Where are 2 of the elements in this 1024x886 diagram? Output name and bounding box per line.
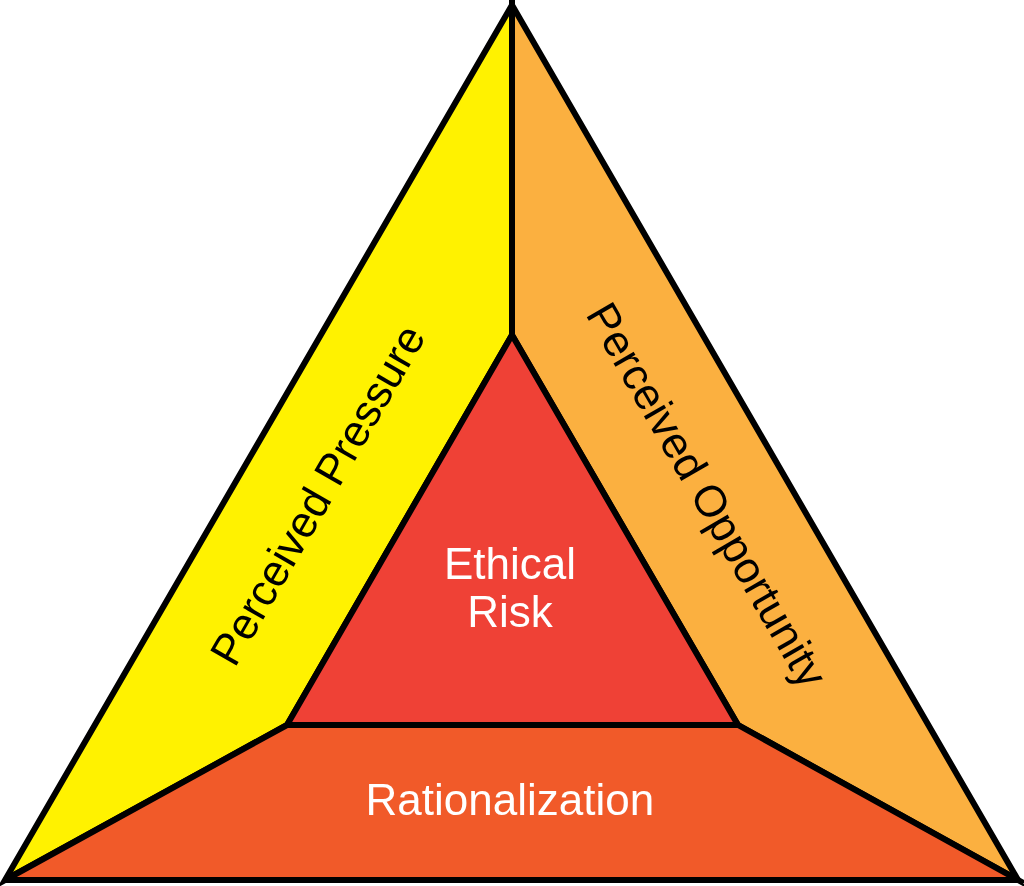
segment-label: Rationalization xyxy=(365,776,655,825)
segment-label: Ethical Risk xyxy=(442,539,578,637)
